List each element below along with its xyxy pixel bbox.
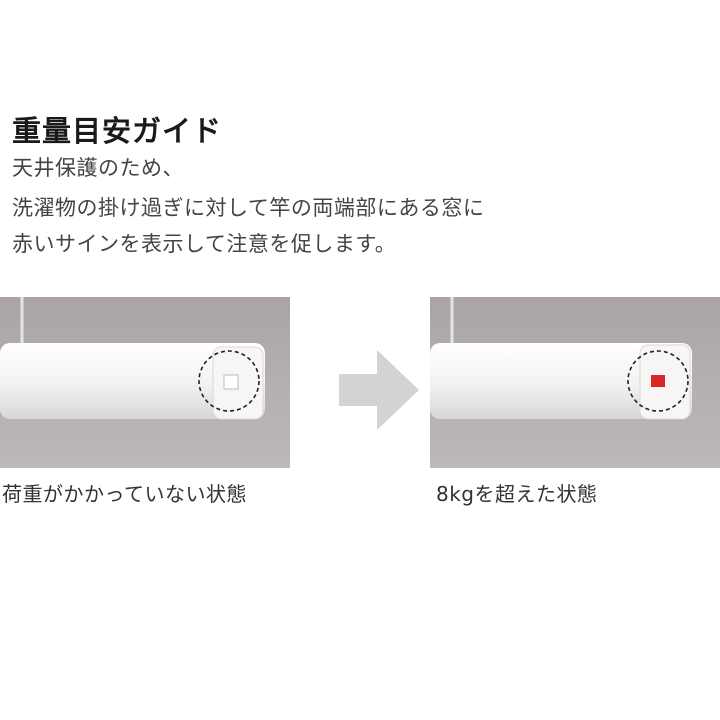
caption-over-8kg: 8kgを超えた状態 bbox=[436, 482, 598, 506]
highlight-circle bbox=[627, 350, 689, 412]
guide-description-line-3: 赤いサインを表示して注意を促します。 bbox=[12, 232, 397, 256]
indicator-window bbox=[223, 374, 239, 390]
guide-description-line-1: 天井保護のため、 bbox=[12, 156, 184, 180]
photo-over-8kg bbox=[430, 297, 720, 468]
guide-description-line-2: 洗濯物の掛け過ぎに対して竿の両端部にある窓に bbox=[12, 196, 485, 220]
clothes-pole bbox=[0, 343, 265, 419]
red-indicator bbox=[651, 375, 665, 387]
clothes-pole bbox=[430, 343, 692, 419]
right-arrow-icon bbox=[339, 350, 421, 434]
highlight-circle bbox=[198, 350, 260, 412]
caption-no-load: 荷重がかかっていない状態 bbox=[2, 482, 247, 506]
photo-no-load bbox=[0, 297, 290, 468]
guide-title: 重量目安ガイド bbox=[12, 114, 223, 148]
